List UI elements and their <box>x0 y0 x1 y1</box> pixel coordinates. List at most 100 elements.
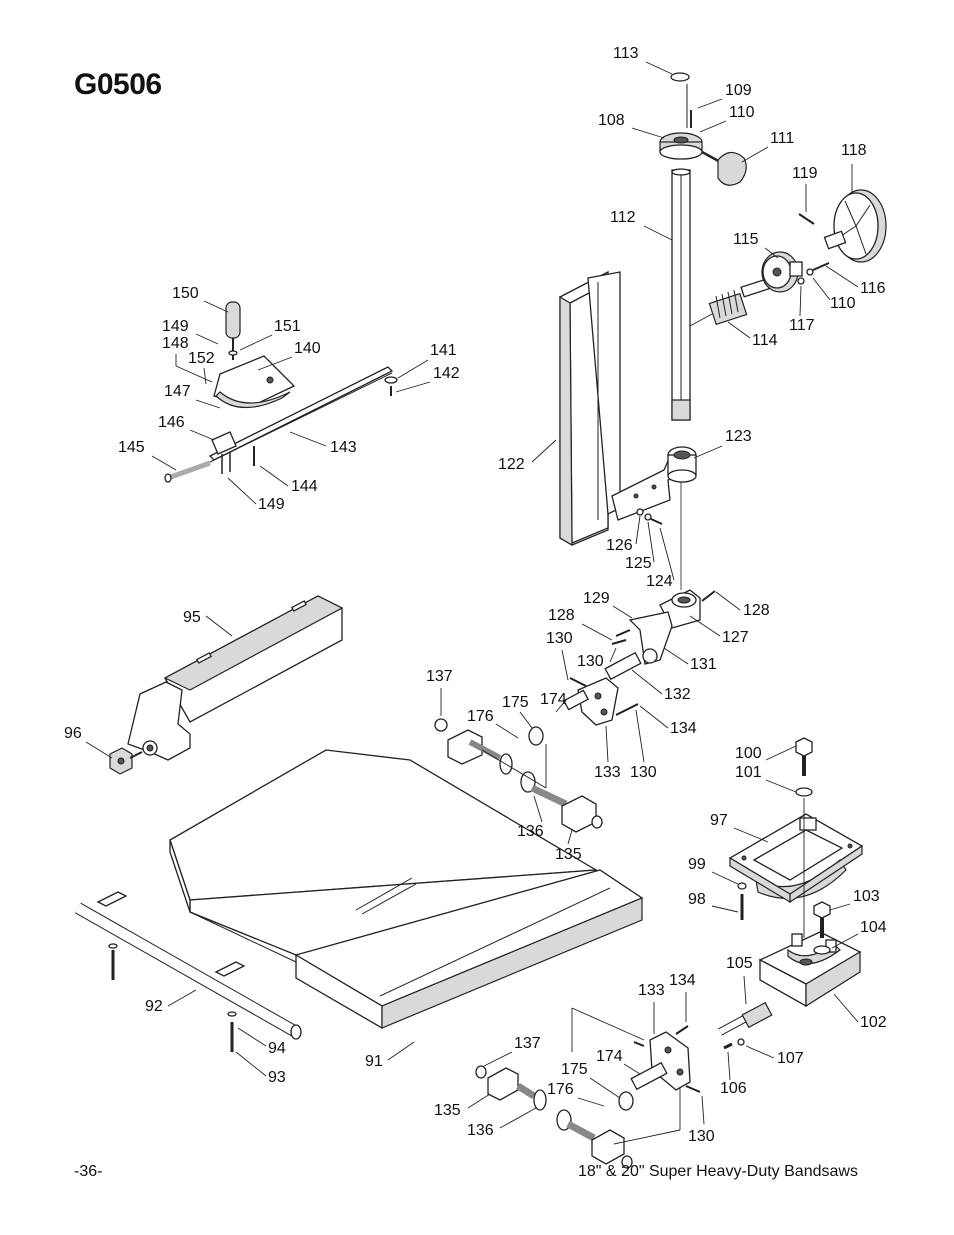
callout-175: 175 <box>502 694 529 711</box>
callout-92: 92 <box>145 998 163 1015</box>
callout-124: 124 <box>646 573 673 590</box>
part-95-fence <box>127 595 344 761</box>
callout-146: 146 <box>158 414 185 431</box>
callout-114: 114 <box>752 332 778 349</box>
callout-95: 95 <box>183 609 201 626</box>
part-118-handwheel <box>823 189 887 263</box>
callout-130c: 130 <box>630 764 657 781</box>
part-92-rail <box>75 891 302 1052</box>
part-122-column <box>559 270 621 547</box>
callout-140: 140 <box>294 340 321 357</box>
part-111-knob <box>717 151 747 186</box>
callout-133b: 133 <box>638 982 665 999</box>
callout-130b: 130 <box>577 653 604 670</box>
callout-136: 136 <box>517 823 544 840</box>
callout-101: 101 <box>735 764 762 781</box>
part-105-shaft <box>718 1001 773 1036</box>
callout-109: 109 <box>725 82 752 99</box>
callout-108: 108 <box>598 112 625 129</box>
part-96-knob <box>109 747 143 775</box>
callout-134b: 134 <box>669 972 696 989</box>
callout-134: 134 <box>670 720 697 737</box>
callout-137: 137 <box>426 668 453 685</box>
callout-150: 150 <box>172 285 199 302</box>
callout-144: 144 <box>291 478 318 495</box>
callout-133: 133 <box>594 764 621 781</box>
part-136-upper-shaft <box>520 771 568 808</box>
part-133-lower-block <box>649 1031 691 1091</box>
part-119-pin <box>798 213 815 225</box>
part-91-table <box>169 749 644 1030</box>
callout-174b: 174 <box>596 1048 623 1065</box>
callout-176: 176 <box>467 708 494 725</box>
callout-148: 148 <box>162 335 189 352</box>
part-102-base <box>758 931 862 1008</box>
callout-112: 112 <box>610 209 636 226</box>
part-123-bracket <box>611 446 697 590</box>
callout-104: 104 <box>860 919 887 936</box>
part-145-pin <box>167 460 211 481</box>
part-143-bar <box>208 366 394 461</box>
callout-128b: 128 <box>548 607 575 624</box>
callout-136b: 136 <box>467 1122 494 1139</box>
part-97-trunnion <box>728 813 864 904</box>
guide-post-assembly <box>659 72 887 421</box>
callout-113: 113 <box>613 45 639 62</box>
part-131-guide-arm <box>628 611 673 665</box>
callout-118: 118 <box>841 142 867 159</box>
callout-117: 117 <box>789 317 815 334</box>
part-150-handle <box>225 301 241 339</box>
callout-137b: 137 <box>514 1035 541 1052</box>
part-133-upper-block <box>577 677 619 726</box>
callout-119: 119 <box>792 165 818 182</box>
callout-141: 141 <box>430 342 457 359</box>
callout-91: 91 <box>365 1053 383 1070</box>
callout-numbers: 1131091101081111181191121151161101171141… <box>64 45 887 1145</box>
callout-152: 152 <box>188 350 215 367</box>
model-title: G0506 <box>74 68 162 101</box>
callout-111: 111 <box>770 130 794 147</box>
part-upper-bearing-block <box>447 729 513 775</box>
callout-103: 103 <box>853 888 880 905</box>
part-115-hub <box>761 251 803 293</box>
callout-145: 145 <box>118 439 145 456</box>
miter-gauge-assembly <box>164 301 398 483</box>
callout-115: 115 <box>733 231 759 248</box>
callout-143: 143 <box>330 439 357 456</box>
callout-176b: 176 <box>547 1081 574 1098</box>
callout-94: 94 <box>268 1040 286 1057</box>
part-114-pinion <box>708 278 770 326</box>
callout-110: 110 <box>729 104 755 121</box>
callout-131: 131 <box>690 656 717 673</box>
callout-116: 116 <box>860 280 886 297</box>
callout-149: 149 <box>162 318 189 335</box>
part-113-ring <box>670 72 690 82</box>
callout-96: 96 <box>64 725 82 742</box>
callout-147: 147 <box>164 383 191 400</box>
callout-125: 125 <box>625 555 652 572</box>
callout-135b: 135 <box>434 1102 461 1119</box>
callout-107: 107 <box>777 1050 804 1067</box>
callout-93: 93 <box>268 1069 286 1086</box>
callout-129: 129 <box>583 590 610 607</box>
callout-126: 126 <box>606 537 633 554</box>
page-number: -36- <box>74 1163 103 1180</box>
callout-132: 132 <box>664 686 691 703</box>
callout-135: 135 <box>555 846 582 863</box>
callout-174: 174 <box>540 691 567 708</box>
callout-98: 98 <box>688 891 706 908</box>
callout-127: 127 <box>722 629 749 646</box>
callout-151: 151 <box>274 318 301 335</box>
callout-122: 122 <box>498 456 525 473</box>
callout-123: 123 <box>725 428 752 445</box>
callout-142: 142 <box>433 365 460 382</box>
part-140-body <box>213 355 296 407</box>
callout-128: 128 <box>743 602 770 619</box>
callout-149b: 149 <box>258 496 285 513</box>
callout-130d: 130 <box>688 1128 715 1145</box>
callout-100: 100 <box>735 745 762 762</box>
callout-110b: 110 <box>830 295 856 312</box>
callout-130: 130 <box>546 630 573 647</box>
callout-105: 105 <box>726 955 753 972</box>
